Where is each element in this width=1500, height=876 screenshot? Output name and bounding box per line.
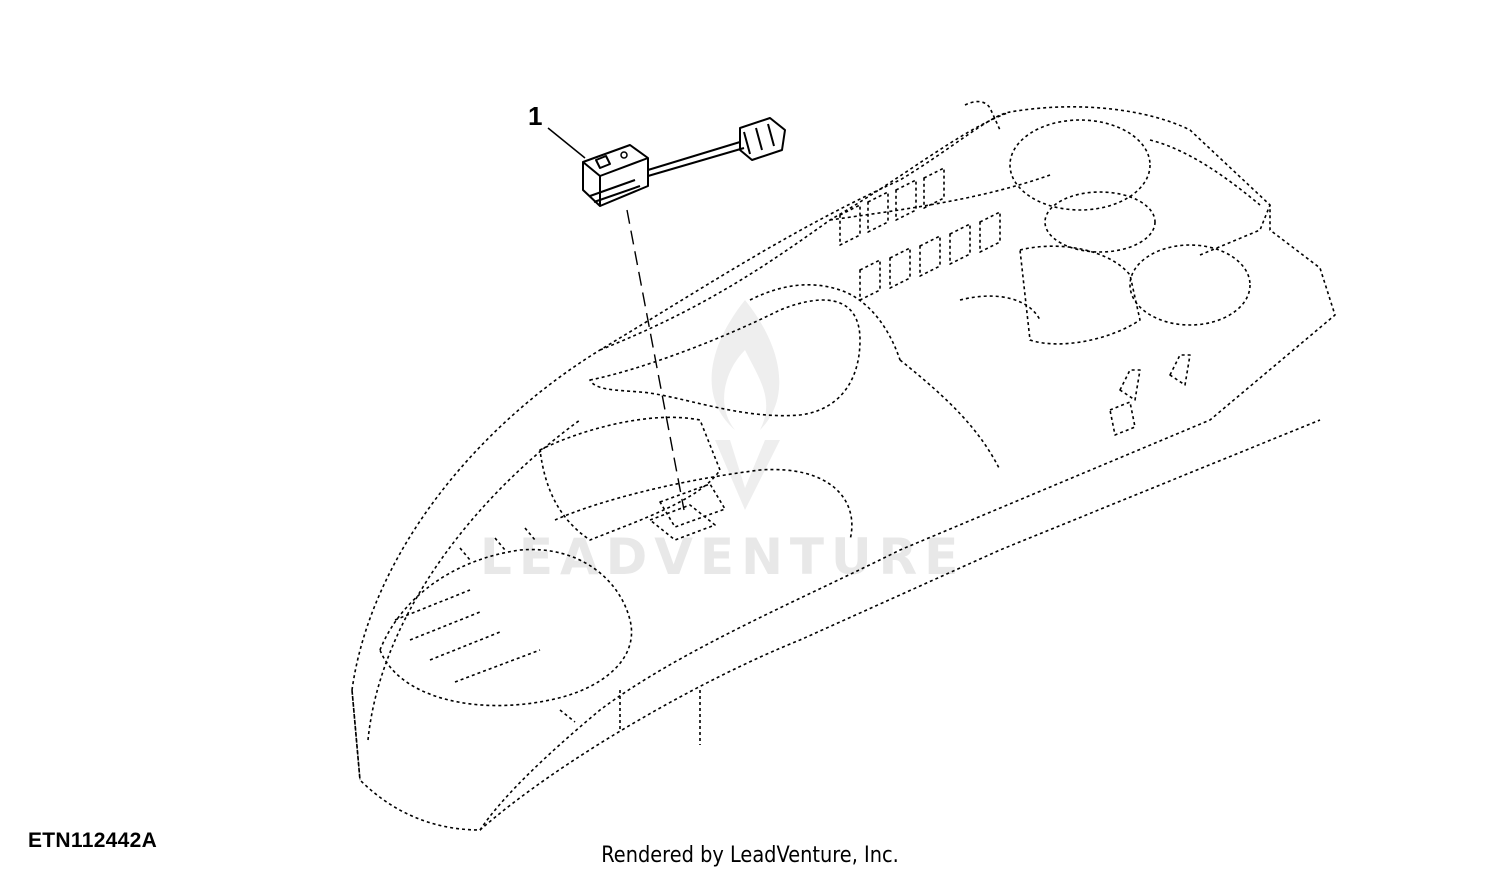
watermark-text: LEADVENTURE	[480, 528, 966, 586]
console-outline	[351, 100, 1336, 831]
callout-number: 1	[528, 101, 543, 131]
figure-id: ETN112442A	[28, 829, 158, 852]
install-line	[626, 209, 685, 511]
watermark-logo	[711, 300, 780, 510]
render-credit: Rendered by LeadVenture, Inc.	[601, 843, 899, 868]
rocker-switch-with-harness-icon	[582, 117, 786, 207]
callout-leader	[547, 127, 586, 159]
